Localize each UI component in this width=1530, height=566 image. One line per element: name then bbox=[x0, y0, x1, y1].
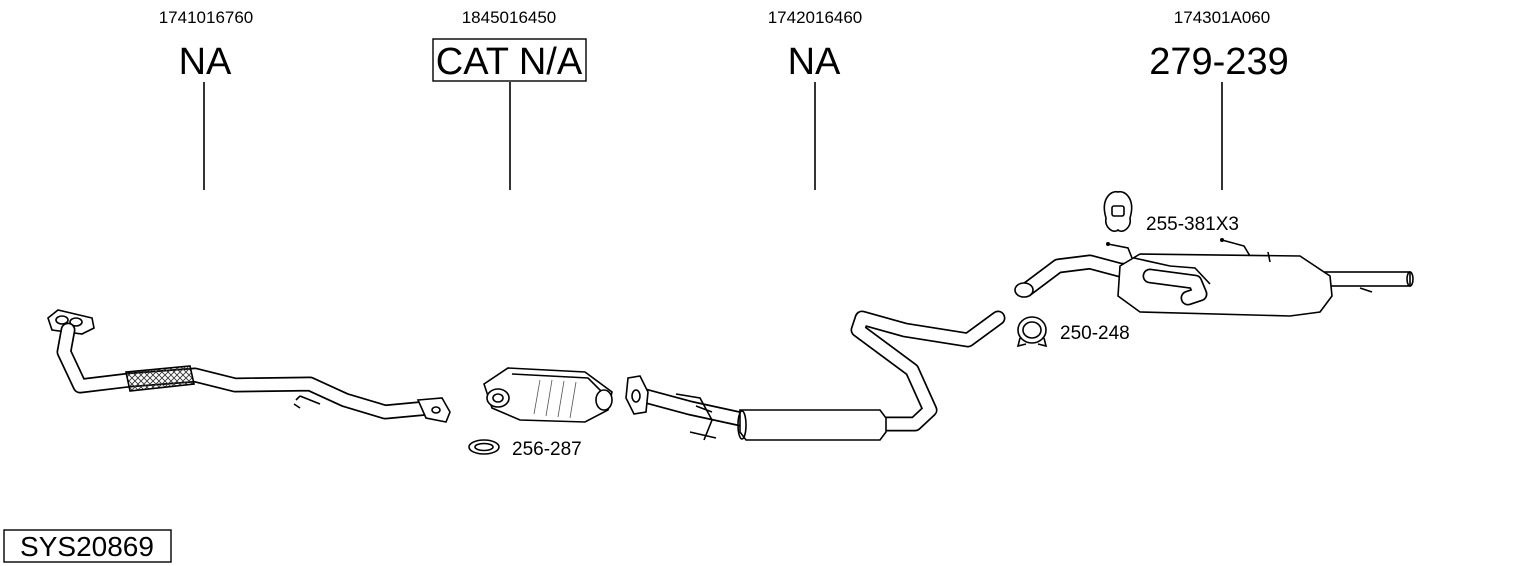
part-number-catalytic-converter: 1845016450 bbox=[462, 8, 557, 27]
system-code: SYS20869 bbox=[20, 531, 154, 562]
rear-muffler-drawing bbox=[1014, 238, 1414, 317]
part-number-rear-muffler: 174301A060 bbox=[1174, 8, 1270, 27]
catalytic-converter-label-box bbox=[432, 38, 587, 82]
gasket-part-number: 256-287 bbox=[512, 439, 582, 460]
middle-pipe-drawing bbox=[625, 310, 1006, 441]
system-code-box bbox=[3, 529, 172, 563]
part-label-middle-pipe: NA bbox=[788, 41, 841, 83]
catalytic-converter-drawing bbox=[483, 367, 613, 423]
gasket-icon bbox=[468, 439, 500, 455]
part-number-middle-pipe: 1742016460 bbox=[768, 8, 863, 27]
clamp-part-number: 250-248 bbox=[1060, 323, 1130, 344]
pipe-clamp-icon bbox=[1016, 316, 1048, 348]
part-number-front-pipe: 1741016760 bbox=[159, 8, 254, 27]
part-label-rear-muffler: 279-239 bbox=[1149, 41, 1288, 83]
part-label-catalytic-converter: CAT N/A bbox=[436, 41, 583, 83]
rubber-hanger-icon bbox=[1103, 190, 1133, 233]
hanger-part-number: 255-381X3 bbox=[1146, 214, 1239, 235]
part-label-front-pipe: NA bbox=[179, 41, 232, 83]
front-pipe-drawing bbox=[47, 309, 451, 423]
